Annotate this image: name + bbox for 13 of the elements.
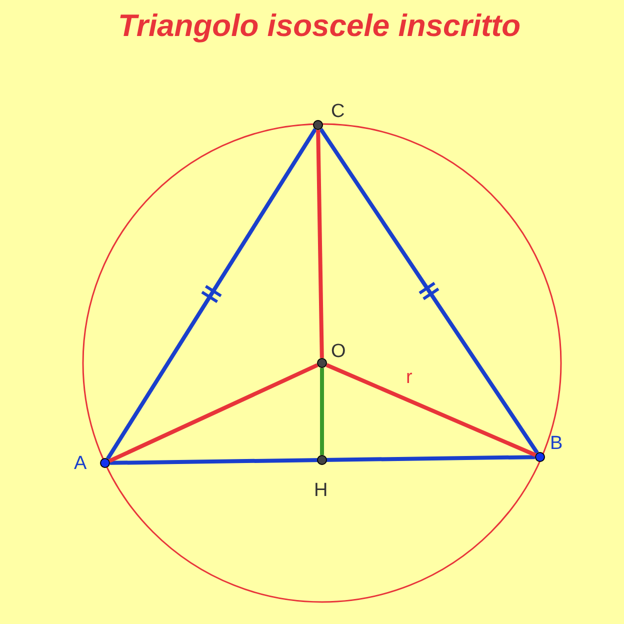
point-label: H (314, 481, 328, 501)
line-segment (319, 128, 539, 454)
line-segment (326, 363, 536, 457)
line-segment (316, 130, 324, 358)
point-label: O (331, 342, 346, 362)
line-segment (106, 128, 318, 460)
point-label: B (550, 434, 563, 454)
line-segment (320, 368, 324, 455)
point-label: A (74, 454, 87, 474)
point-label: C (331, 102, 345, 122)
line-segment (110, 455, 536, 465)
line-segment (108, 363, 318, 463)
title: Triangolo isoscele inscritto (118, 8, 521, 44)
